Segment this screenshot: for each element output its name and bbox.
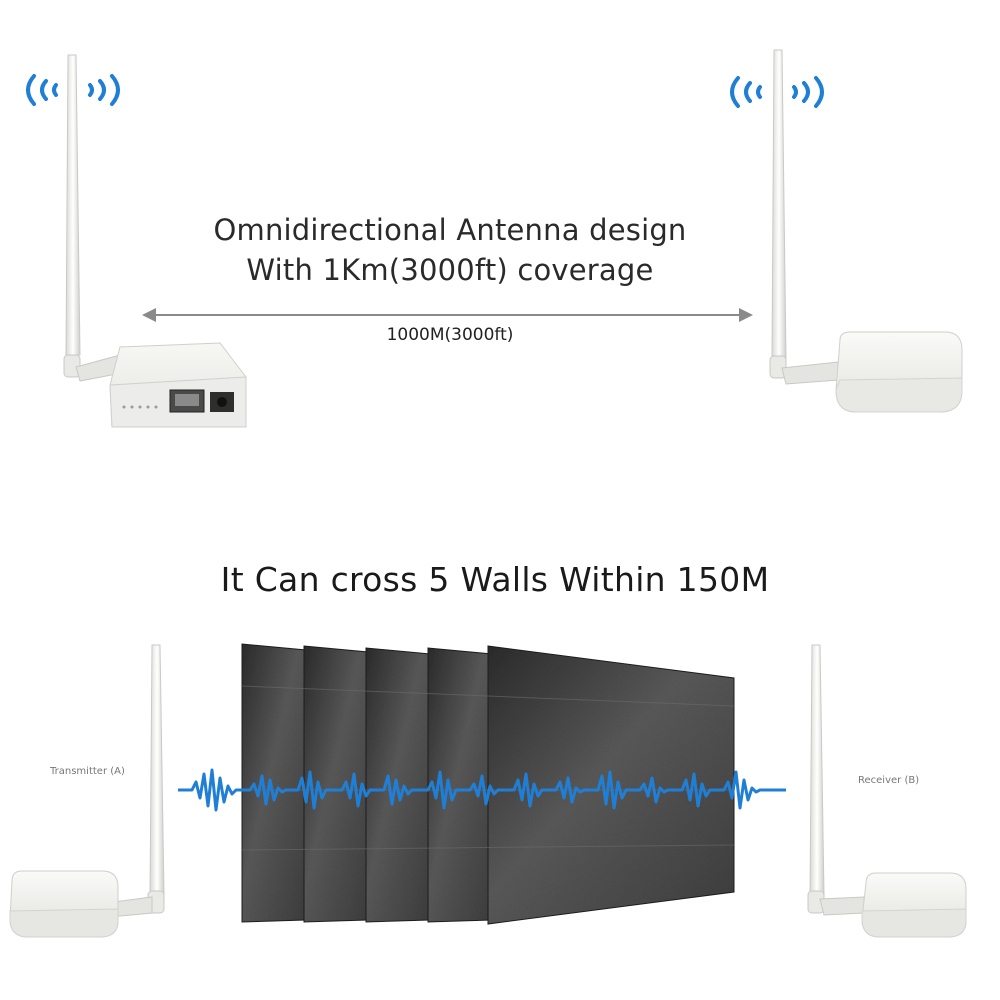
walls-title: It Can cross 5 Walls Within 150M xyxy=(220,560,770,599)
receiver-caption: Receiver (B) xyxy=(858,775,920,786)
headline-line-2: With 1Km(3000ft) coverage xyxy=(246,253,654,287)
receiver-device xyxy=(807,644,967,938)
headline-line-1: Omnidirectional Antenna design xyxy=(213,213,687,247)
wifi-signal-icon xyxy=(730,76,824,108)
wifi-signal-icon xyxy=(26,74,120,106)
router-device-left xyxy=(63,54,247,428)
distance-arrow xyxy=(142,308,753,322)
router-device-right xyxy=(769,49,963,413)
walls-illustration xyxy=(241,643,735,925)
signal-wave xyxy=(178,768,786,812)
distance-label: 1000M(3000ft) xyxy=(386,325,514,345)
transmitter-device xyxy=(9,644,165,938)
transmitter-caption: Transmitter (A) xyxy=(50,766,125,777)
